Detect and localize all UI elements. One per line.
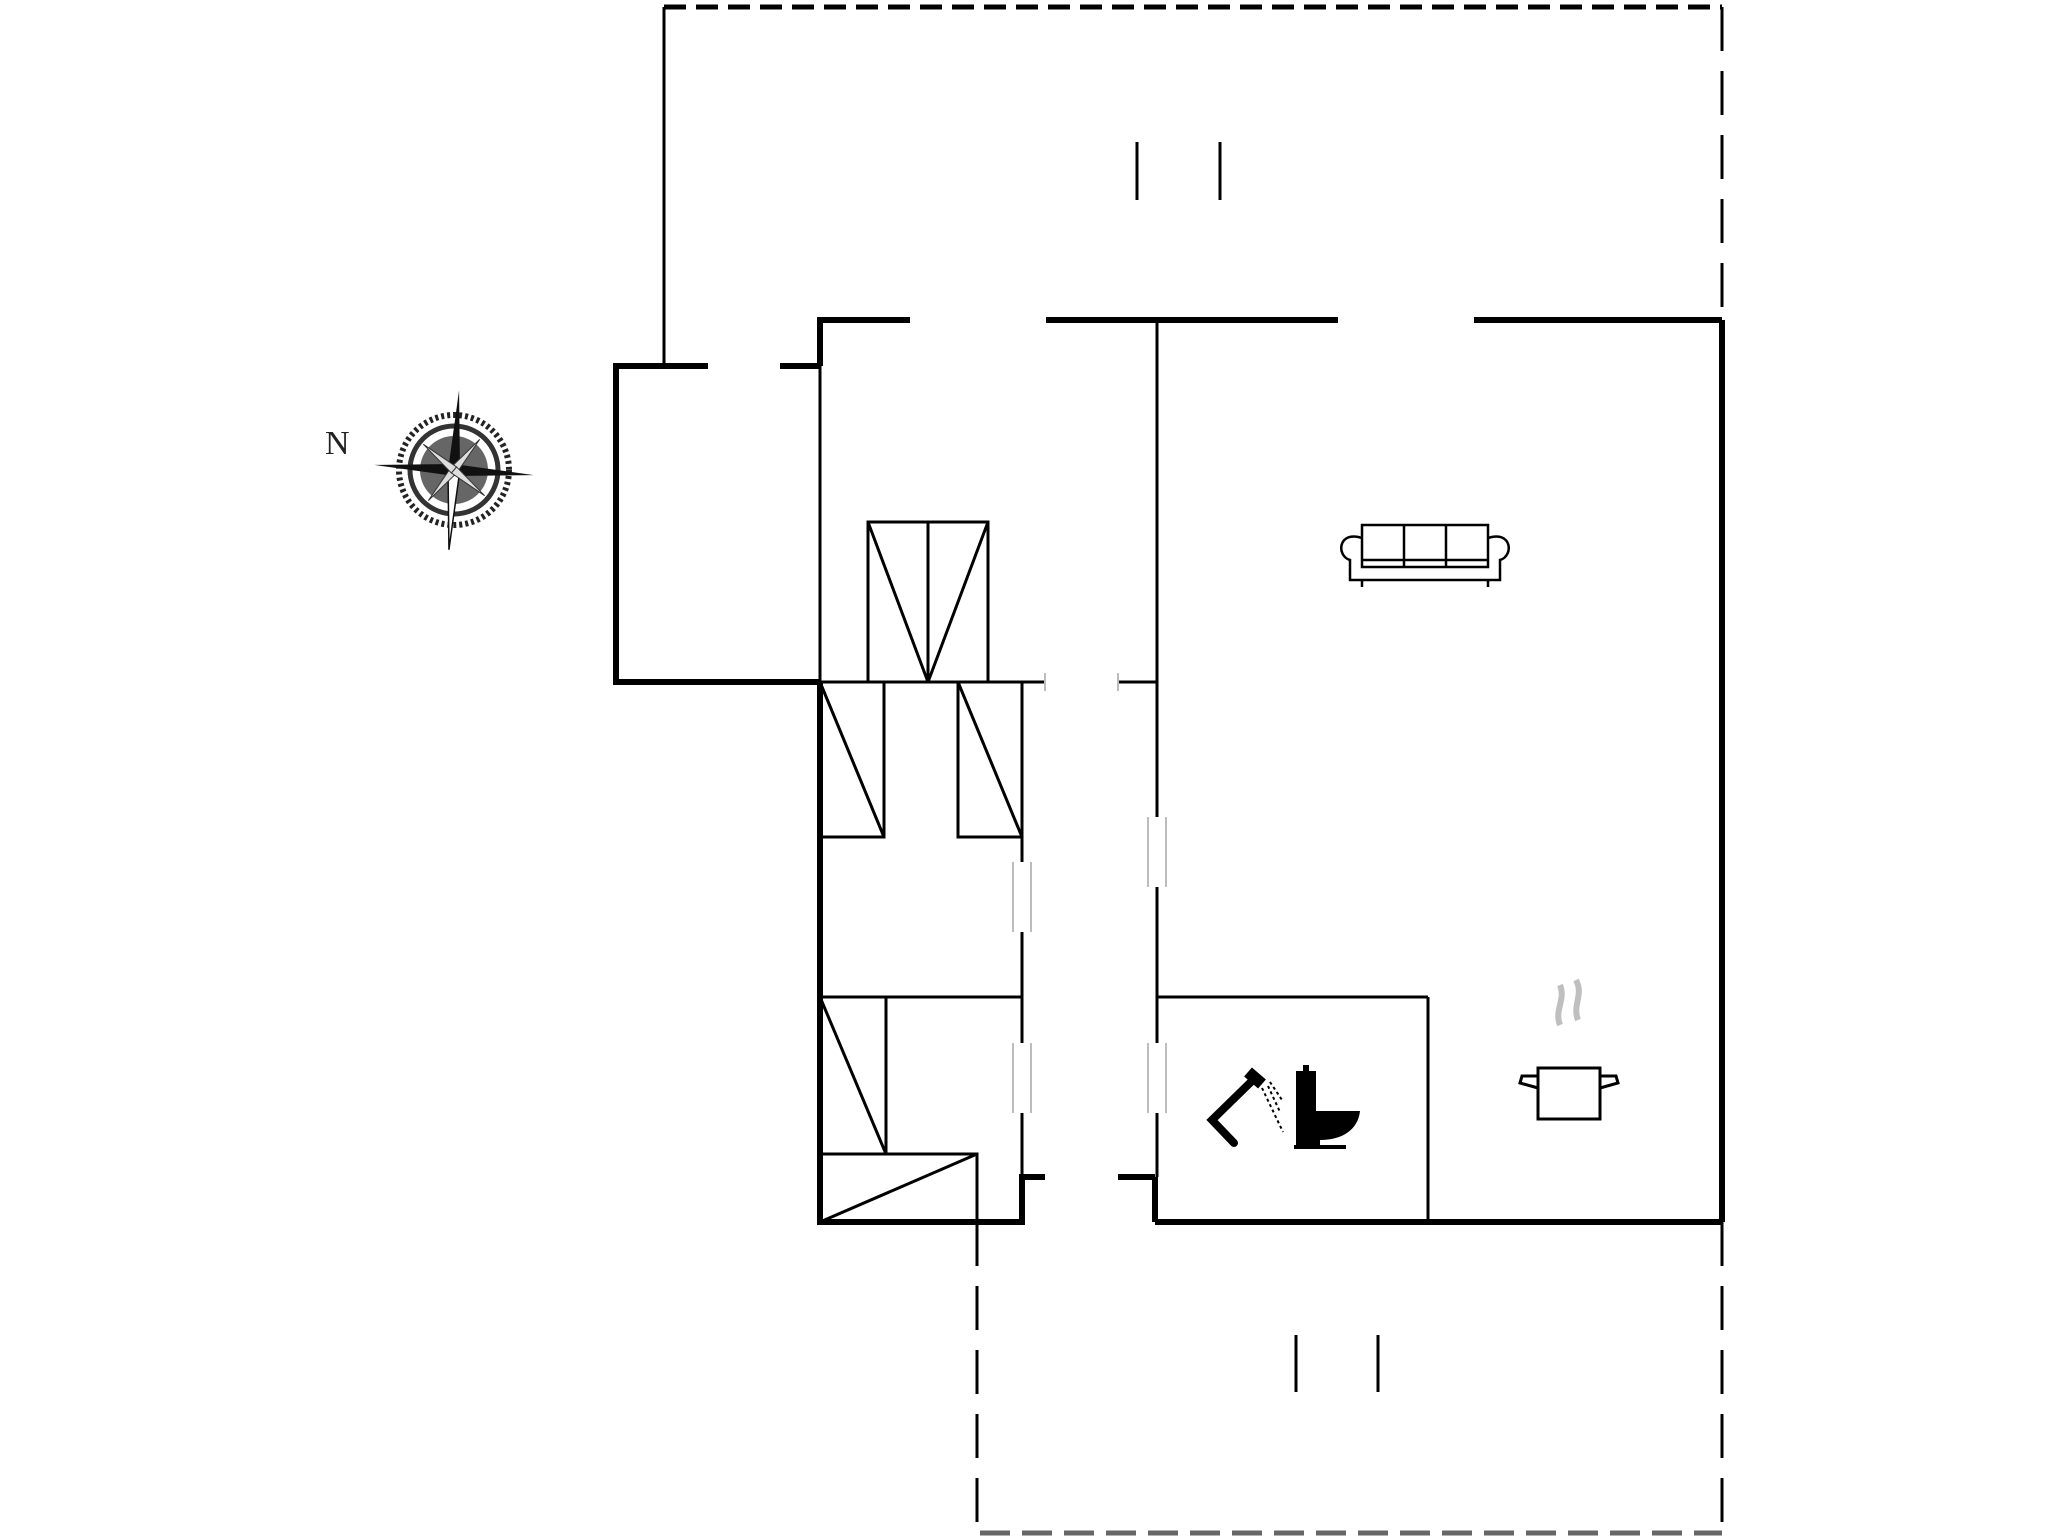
single-bed	[956, 680, 1024, 839]
single-bed	[818, 995, 888, 1156]
shower-icon	[1206, 1067, 1284, 1147]
exterior-walls	[613, 317, 1725, 1225]
compass-rose-icon	[374, 390, 534, 550]
single-bed	[818, 680, 886, 839]
sofa-icon	[1340, 523, 1510, 587]
toilet-icon	[1294, 1065, 1360, 1149]
door-markers	[1012, 673, 1167, 1113]
compass-north-label: N	[325, 425, 350, 462]
cooking-pot-icon	[1518, 978, 1620, 1121]
terrace-bottom	[975, 1222, 1724, 1536]
single-bed	[818, 1152, 979, 1240]
interior-walls	[818, 320, 1430, 1222]
terrace-top	[662, 4, 1724, 366]
double-bed	[866, 520, 990, 684]
